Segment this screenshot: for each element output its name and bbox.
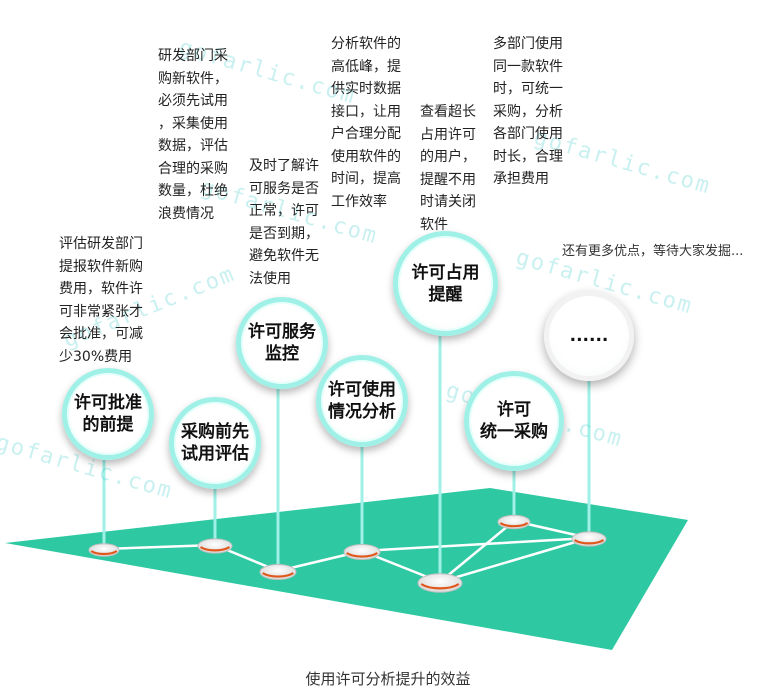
network-node-accent [90, 550, 118, 556]
network-link [361, 536, 590, 553]
desc-unified-purchase: 多部门使用 同一款软件 时，可统一 采购，分析 各部门使用 时长，合理 承担费用 [493, 36, 563, 187]
desc-reminder: 查看超长 占用许可 的用户， 提醒不用 时请关闭 软件 [420, 104, 476, 233]
diagram-caption: 使用许可分析提升的效益 [305, 670, 471, 688]
more-benefits-note: 还有更多优点，等待大家发掘... [562, 244, 744, 259]
network-link [439, 536, 590, 584]
desc-approval: 评估研发部门 提报软件新购 费用，软件许 可非常紧张才 会批准，可减 少30%费… [59, 236, 143, 365]
bubble-reminder: 许可占用 提醒 [393, 231, 498, 336]
network-node-accent [199, 546, 231, 552]
network-node-accent [262, 572, 294, 578]
network-node-accent [420, 583, 460, 590]
network-link [103, 543, 216, 551]
bubble-analysis: 许可使用 情况分析 [316, 355, 408, 447]
bubble-monitor: 许可服务 监控 [236, 297, 328, 389]
bubble-approval: 许可批准 的前提 [62, 368, 154, 460]
network-link [439, 520, 515, 583]
network-node-accent [573, 539, 605, 545]
bubble-trial: 采购前先 试用评估 [169, 397, 261, 489]
desc-trial: 研发部门采 购新软件， 必须先试用 ，采集使用 数据，评估 合理的采购 数量，杜… [158, 48, 228, 222]
bubble-poles [102, 336, 591, 582]
desc-analysis: 分析软件的 高低峰，提 供实时数据 接口，让用 户合理分配 使用软件的 时间，提… [331, 36, 401, 210]
bubble-unified-purchase: 许可 统一采购 [464, 371, 564, 471]
network-nodes [88, 514, 607, 593]
network-node-accent [499, 522, 529, 528]
desc-monitor: 及时了解许 可服务是否 正常，许可 是否到期， 避免软件无 法使用 [249, 158, 319, 287]
bubble-more: ...... [544, 291, 634, 381]
ground-plane [5, 488, 688, 650]
network-node-accent [346, 552, 378, 558]
